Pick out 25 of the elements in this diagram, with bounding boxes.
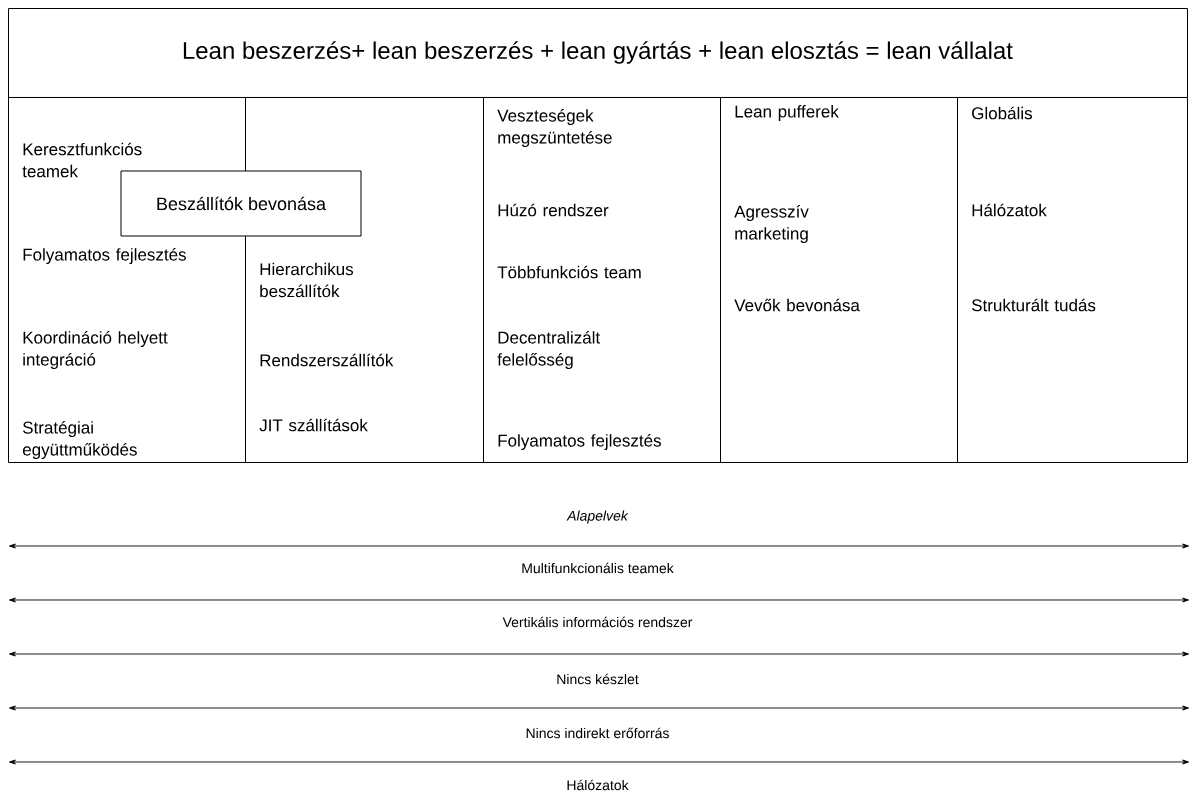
item-text: Többfunkciós team (497, 265, 641, 279)
item-text: Hierarchikus beszállítók (260, 262, 354, 298)
callout-box: Beszállítók bevonása (120, 170, 362, 237)
item-text: Globális (972, 106, 1032, 120)
item-text: Folyamatos fejlesztés (498, 434, 661, 450)
item-text: Agresszív marketing (734, 205, 809, 243)
item-text: Strukturált tudás (971, 298, 1096, 312)
item-text: Koordináció helyett integráció (23, 331, 168, 369)
item-text: Rendszerszállítók (260, 353, 394, 367)
item-text: JIT szállítások (259, 418, 368, 432)
principle-label: Vertikális információs rendszer (502, 616, 693, 628)
item-text: Decentralizált felelősség (497, 331, 601, 369)
item-text: Folyamatos fejlesztés (23, 248, 186, 264)
principle-label: Nincs indirekt erőforrás (526, 727, 669, 739)
header-box: Lean beszerzés+ lean beszerzés + lean gyártás + lean elosztás = lean vállalat (8, 8, 1188, 98)
principle-label: Multifunkcionális teamek (522, 562, 674, 574)
principle-label: Nincs készlet (557, 673, 639, 685)
principle-label: Hálózatok (567, 779, 629, 791)
item-text: Húzó rendszer (498, 203, 609, 217)
item-text: Stratégiai együttműködés (22, 421, 137, 459)
item-text: Hálózatok (972, 203, 1047, 217)
item-text: Vevők bevonása (734, 298, 860, 312)
item-text: Veszteségek megszüntetése (497, 109, 612, 147)
principle-label: Alapelvek (566, 510, 629, 524)
item-text: Lean pufferek (735, 105, 839, 121)
